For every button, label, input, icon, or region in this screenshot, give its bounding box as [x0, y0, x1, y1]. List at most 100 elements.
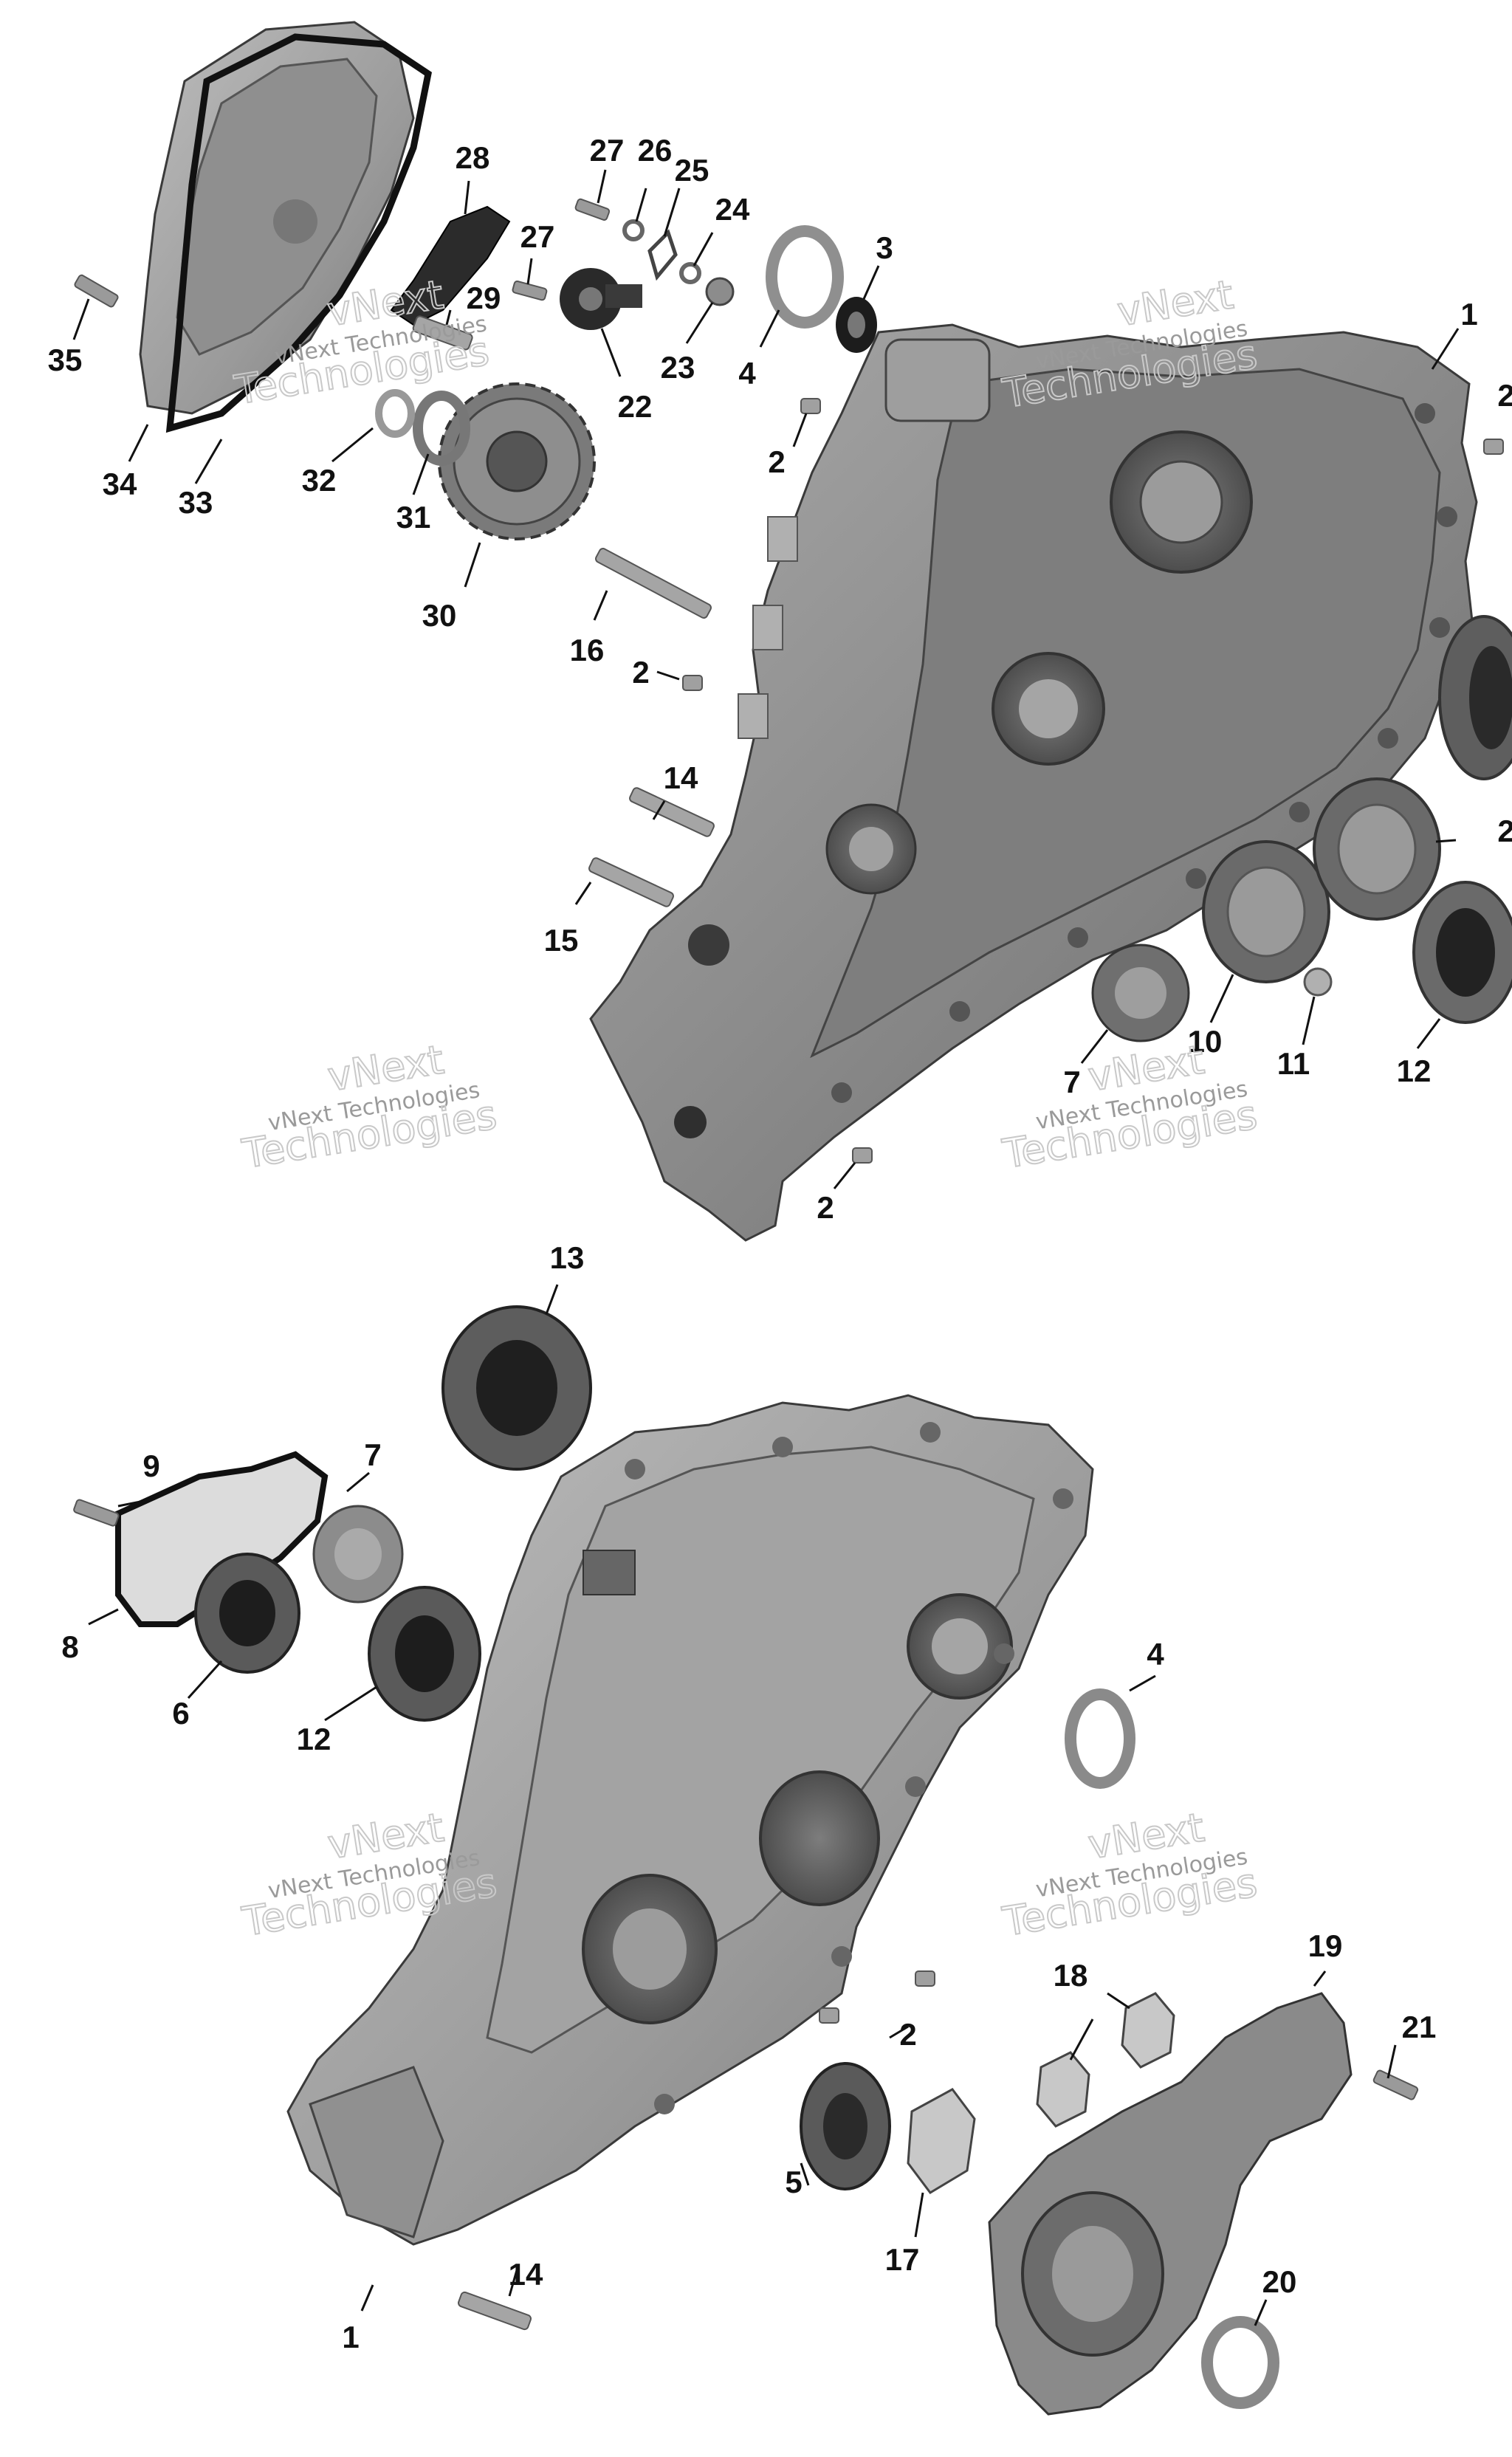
callout-18: 18	[1054, 1958, 1088, 1993]
bolt-21	[1372, 2069, 1419, 2100]
callout-7-upper: 7	[1063, 1065, 1080, 1099]
callout-8: 8	[61, 1629, 78, 1664]
washer-32	[375, 389, 415, 438]
callout-3: 3	[876, 230, 893, 265]
bearing-13	[441, 1305, 592, 1471]
callout-2d: 2	[1497, 378, 1512, 413]
callout-2b: 2	[632, 655, 649, 690]
lower-assembly	[73, 1305, 1419, 2416]
bearing-6	[194, 1553, 300, 1674]
callout-12-upper: 12	[1397, 1054, 1432, 1088]
callout-27a: 27	[590, 133, 625, 168]
callout-28: 28	[456, 140, 490, 175]
callout-14-upper: 14	[664, 760, 698, 795]
callout-21: 21	[1402, 2010, 1437, 2044]
callout-32: 32	[302, 463, 337, 498]
callout-13: 13	[550, 1240, 585, 1275]
dowel-2a	[800, 398, 821, 414]
callout-14-lower: 14	[509, 2257, 543, 2292]
bolt-29	[412, 315, 473, 351]
bolt-14-lower	[458, 2291, 532, 2331]
bearing-10	[1202, 840, 1330, 983]
washer-24	[679, 262, 701, 284]
bolt-16	[595, 548, 712, 619]
bearing-7-lower	[312, 1505, 404, 1604]
seal-20	[1201, 2316, 1279, 2409]
dowel-2e	[819, 2007, 839, 2024]
dowel-2f	[915, 1970, 935, 1987]
callout-34: 34	[103, 467, 137, 501]
seal-4-lower	[1065, 1688, 1135, 1789]
bolt-15	[588, 857, 674, 907]
callout-1-upper: 1	[1460, 297, 1477, 331]
callout-labels: 1 2 2 2 2 2 2 3 4 7 10 11 12 14 15 16 22…	[48, 133, 1512, 2354]
watermark-ml: vNext vNext Technologies Technologies	[238, 1036, 501, 1178]
callout-24: 24	[715, 192, 750, 227]
callout-4-lower: 4	[1147, 1637, 1164, 1671]
callout-23: 23	[661, 350, 695, 385]
callout-31: 31	[396, 500, 431, 535]
cover-plate-8	[115, 1451, 329, 1627]
callout-11: 11	[1277, 1046, 1310, 1081]
upper-assembly	[74, 21, 1512, 1242]
callout-7-lower: 7	[364, 1437, 381, 1472]
dowel-2b	[682, 675, 703, 691]
bearing-12-lower	[368, 1586, 481, 1722]
callout-6: 6	[172, 1696, 189, 1731]
bolt-27b	[512, 280, 548, 301]
callout-9: 9	[142, 1449, 159, 1483]
callout-27b: 27	[520, 219, 555, 254]
nut-18a	[1036, 2051, 1090, 2128]
callout-30: 30	[422, 598, 457, 633]
bolt-9	[73, 1499, 120, 1527]
callout-4-upper: 4	[738, 356, 756, 391]
callout-29: 29	[467, 281, 501, 315]
seal-5	[800, 2062, 891, 2190]
seal-4-upper	[766, 225, 844, 329]
washer-26	[622, 219, 645, 241]
clip-25	[647, 229, 678, 281]
watermark-lr: vNext vNext Technologies Technologies	[999, 1804, 1261, 1946]
callout-2a: 2	[768, 444, 785, 479]
bearing-right-top	[1438, 615, 1512, 780]
gearbox-housing-upper	[589, 323, 1478, 1242]
callout-19: 19	[1308, 1928, 1343, 1963]
bearing-right-mid	[1313, 777, 1441, 921]
callout-5: 5	[785, 2165, 802, 2199]
gearbox-housing-lower	[286, 1394, 1094, 2246]
spring-23	[705, 277, 735, 306]
callout-2e: 2	[899, 2017, 916, 2052]
output-housing-19	[988, 1992, 1353, 2416]
callout-25: 25	[675, 153, 709, 188]
callout-26: 26	[638, 133, 673, 168]
callout-2c: 2	[817, 1190, 834, 1225]
plug-11	[1303, 967, 1333, 997]
nut-18b	[1121, 1992, 1175, 2069]
callout-22: 22	[618, 389, 653, 424]
bolt-14-upper	[629, 787, 715, 837]
callout-20: 20	[1262, 2264, 1297, 2299]
bracket	[390, 205, 511, 326]
cover-gasket	[165, 33, 433, 433]
side-cover	[139, 21, 415, 415]
bearing-12-upper	[1412, 881, 1512, 1024]
callout-16: 16	[570, 633, 605, 667]
callout-1-lower: 1	[342, 2320, 359, 2354]
nut-17	[907, 2088, 976, 2194]
callout-35: 35	[48, 343, 83, 377]
callout-33: 33	[179, 485, 213, 520]
dowel-2c	[852, 1147, 873, 1164]
callout-15: 15	[544, 923, 579, 958]
dowel-2d	[1483, 439, 1504, 455]
leader-lines	[72, 169, 1460, 2326]
washer-31	[413, 391, 470, 466]
rotor-part	[560, 268, 642, 330]
bolt-35	[74, 274, 119, 308]
bolt-27a	[574, 198, 611, 221]
callout-10: 10	[1188, 1024, 1223, 1059]
callout-12-lower: 12	[297, 1722, 331, 1756]
callout-17: 17	[885, 2242, 920, 2277]
bearing-7-upper	[1091, 944, 1190, 1042]
gear-sprocket	[438, 382, 596, 540]
